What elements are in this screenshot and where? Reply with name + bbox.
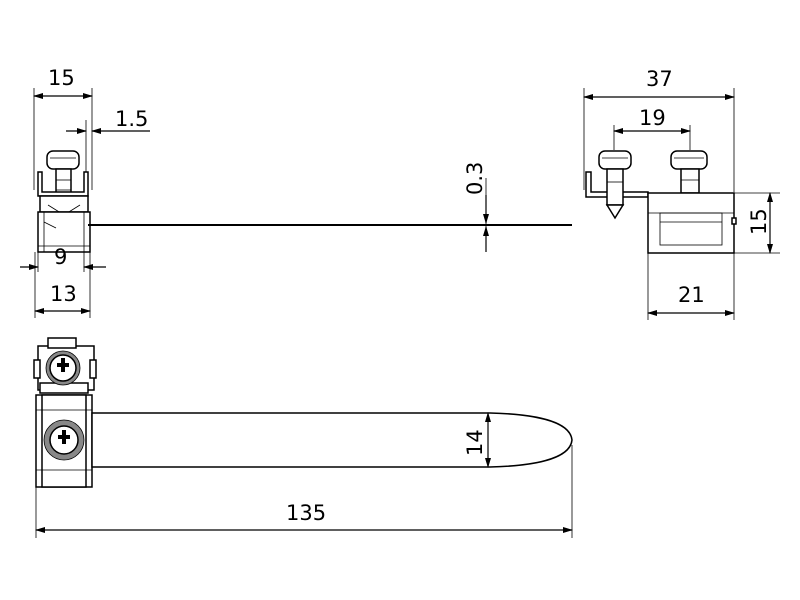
screw-head-right-1 xyxy=(598,150,632,170)
screw-shank-right-2 xyxy=(680,168,700,194)
clamp-body-left xyxy=(37,211,91,253)
dim-strap-thickness-left: 1.5 xyxy=(115,107,148,131)
dim-right-height: 15 xyxy=(747,208,771,235)
left-side-view: 15 1.5 9 13 xyxy=(20,66,150,318)
dim-right-total: 37 xyxy=(646,67,673,91)
screw-head-left xyxy=(46,150,80,170)
phillips-cross-2 xyxy=(58,430,70,444)
dim-bottom-left-width: 13 xyxy=(50,282,77,306)
strap-plan-view xyxy=(91,412,573,468)
dim-strap-width: 14 xyxy=(463,429,487,456)
dim-overall-length: 135 xyxy=(286,501,326,525)
phillips-cross-1 xyxy=(57,358,69,372)
screw-head-right-2 xyxy=(670,150,708,170)
mid-thickness-dimension: 0.3 xyxy=(463,162,489,252)
screw-shank-right-1 xyxy=(606,168,624,206)
right-end-view: 37 19 15 21 xyxy=(583,67,780,320)
dim-right-body-width: 21 xyxy=(678,283,705,307)
clamp-box-right xyxy=(647,192,735,254)
plan-view: 14 135 xyxy=(33,337,573,538)
dim-strap-thickness-mid: 0.3 xyxy=(463,162,487,195)
clamp-nut-left xyxy=(39,195,89,213)
dim-inner-width: 9 xyxy=(54,245,67,269)
dim-screw-spacing: 19 xyxy=(639,106,666,130)
dim-top-left-width: 15 xyxy=(48,66,75,90)
